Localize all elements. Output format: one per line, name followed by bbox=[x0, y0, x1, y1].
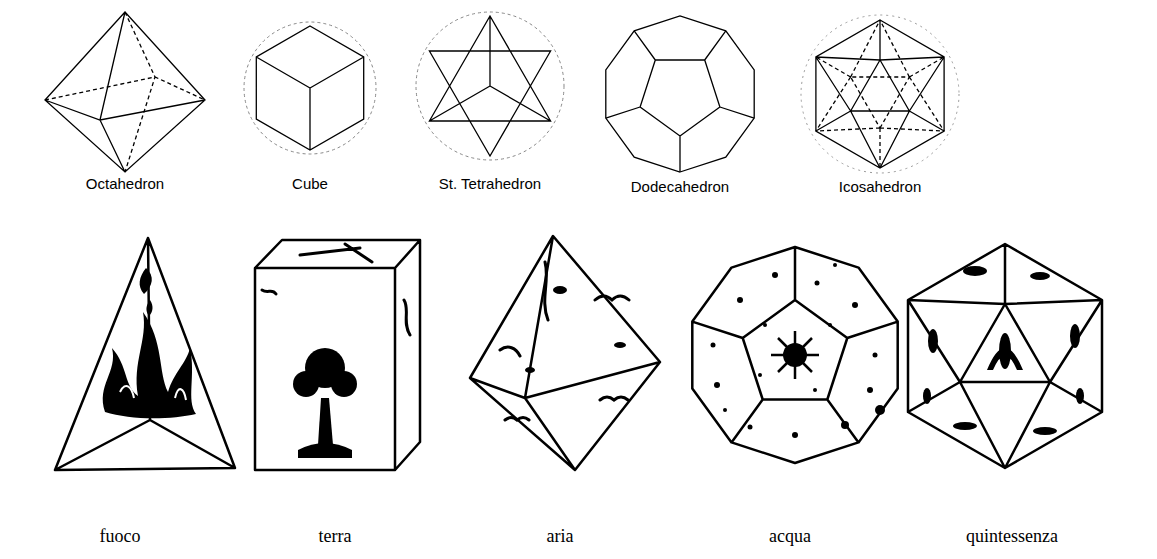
icosahedron-edges bbox=[908, 244, 1102, 468]
tree-trunk bbox=[318, 398, 333, 445]
earth-cube bbox=[255, 240, 420, 470]
flame-highlights bbox=[120, 386, 186, 400]
icosahedron-drawing bbox=[801, 15, 959, 173]
visible-edges bbox=[256, 26, 363, 150]
element-name: terra bbox=[319, 526, 352, 548]
visible-edges bbox=[816, 20, 944, 168]
outline bbox=[606, 16, 754, 172]
quintessence-icosahedron bbox=[908, 244, 1102, 468]
solid-name: Cube bbox=[292, 175, 328, 193]
flames bbox=[103, 312, 196, 418]
solid-name: Icosahedron bbox=[839, 178, 922, 196]
element-name: aria bbox=[547, 526, 574, 548]
birds-and-winds bbox=[500, 262, 629, 420]
tree-crown bbox=[293, 371, 319, 397]
fire-tetrahedron bbox=[55, 238, 235, 470]
solid-name: Dodecahedron bbox=[631, 178, 729, 196]
bird bbox=[553, 286, 567, 294]
circumscribed-circle bbox=[244, 22, 376, 154]
octahedron-edges bbox=[470, 236, 660, 470]
circumscribed-circle bbox=[801, 15, 959, 173]
element-name: fuoco bbox=[100, 526, 141, 548]
hidden-edges bbox=[816, 20, 944, 168]
visible-edges bbox=[45, 12, 205, 172]
bird bbox=[525, 367, 535, 373]
hidden-edges bbox=[45, 12, 205, 172]
cube-edges bbox=[255, 240, 420, 470]
star-tetrahedron-drawing bbox=[416, 12, 564, 160]
solid-name: St. Tetrahedron bbox=[439, 175, 541, 193]
flame-tongue bbox=[140, 268, 153, 316]
tree-crown bbox=[331, 371, 357, 397]
ground-mound bbox=[298, 443, 352, 458]
water-drops bbox=[711, 263, 886, 438]
celestial-figures bbox=[923, 266, 1084, 435]
element-name: quintessenza bbox=[966, 526, 1058, 548]
solid-name: Octahedron bbox=[86, 175, 164, 193]
water-dodecahedron bbox=[692, 247, 897, 463]
tetrahedron-edges bbox=[55, 238, 235, 470]
dodecahedron-drawing bbox=[606, 16, 754, 172]
surface-marks bbox=[262, 244, 410, 335]
dodecahedron-edges bbox=[692, 247, 897, 463]
visible-edges bbox=[429, 16, 550, 156]
element-name: acqua bbox=[769, 526, 811, 548]
visible-edges bbox=[606, 31, 754, 172]
circumscribed-circle bbox=[416, 12, 564, 160]
central-spring-rays bbox=[771, 331, 819, 379]
cube-drawing bbox=[244, 22, 376, 154]
bird bbox=[614, 342, 626, 348]
air-octahedron bbox=[470, 236, 660, 470]
octahedron-drawing bbox=[45, 12, 205, 172]
